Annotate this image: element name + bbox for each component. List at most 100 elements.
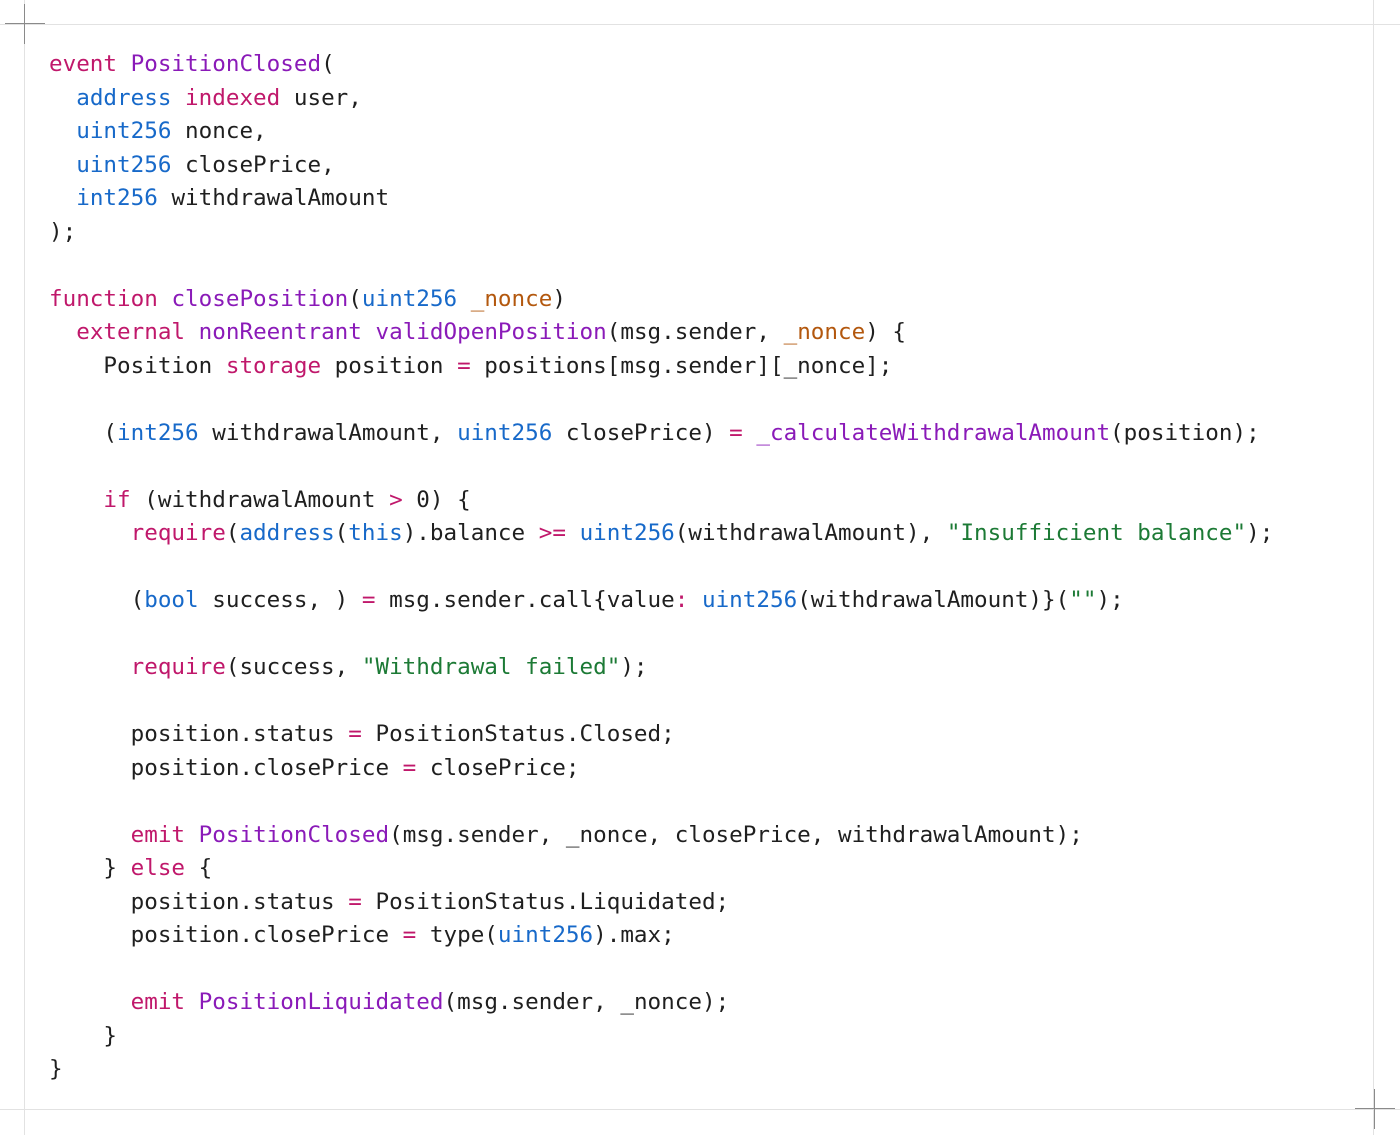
code-line [49,785,1273,819]
code-line: ); [49,216,1273,250]
code-token [171,85,185,111]
code-token: 0) { [402,486,471,513]
code-token: ); [1096,587,1124,613]
code-line: event PositionClosed( [49,48,1273,82]
code-token [185,822,199,848]
code-token: positions[msg.sender][_nonce]; [470,352,893,379]
code-line: require(success, "Withdrawal failed"); [49,651,1273,685]
code-token: external [76,319,186,345]
code-token: = [729,419,743,446]
code-token: = [348,888,362,915]
code-token [457,286,471,312]
code-line [49,450,1273,484]
code-token: (position); [1110,419,1260,446]
code-token: _calculateWithdrawalAmount [756,419,1111,446]
code-token: position.closePrice [49,922,403,948]
code-token [49,152,76,178]
code-token: (withdrawalAmount), [674,520,947,546]
code-block[interactable]: event PositionClosed( address indexed us… [49,48,1273,1087]
code-line: address indexed user, [49,82,1273,116]
code-token: require [130,654,226,680]
code-token: if [103,486,131,513]
code-line: external nonReentrant validOpenPosition(… [49,316,1273,350]
code-token: (withdrawalAmount)}( [797,587,1070,613]
code-token: uint256 [579,520,675,546]
code-token: closePrice, [171,151,335,178]
code-token: else [130,855,186,881]
frame-bottom-line [0,1109,1400,1110]
code-token: nonReentrant [198,319,362,345]
frame-right-line [1373,0,1374,1135]
code-token: address [239,520,335,546]
code-token: > [389,486,403,513]
code-line [49,953,1273,987]
code-token: ( [49,587,145,613]
code-token: function [49,285,158,312]
code-token: int256 [76,185,158,211]
code-token [49,185,76,211]
code-token: : [674,587,689,613]
code-line: } [49,1020,1273,1054]
code-token: require [130,520,226,546]
code-token: uint256 [76,118,172,144]
code-token [743,420,757,446]
code-token: (msg.sender, _nonce); [443,989,730,1015]
code-token: ); [620,654,648,680]
code-line: uint256 closePrice, [49,149,1273,183]
code-line: uint256 nonce, [49,115,1273,149]
code-token: closePosition [171,285,349,312]
code-token: Position [49,352,226,379]
code-line: (bool success, ) = msg.sender.call{value… [49,584,1273,618]
code-token: ( [49,419,118,446]
code-token [688,587,702,613]
code-line [49,618,1273,652]
code-token: _nonce [783,319,866,345]
code-token: "Insufficient balance" [946,520,1247,546]
code-token: PositionStatus.Liquidated; [361,888,730,915]
code-token: = [457,352,471,379]
code-line: position.closePrice = type(uint256).max; [49,919,1273,953]
code-token [49,520,131,546]
code-token: msg.sender.call{value [375,587,675,613]
code-token [566,520,580,546]
code-token: uint256 [497,922,594,948]
code-line: Position storage position = positions[ms… [49,350,1273,384]
code-line: position.closePrice = closePrice; [49,752,1273,786]
code-token: ( [321,51,335,77]
frame-left-line [24,0,25,1135]
code-token: withdrawalAmount [157,185,390,211]
code-token [49,654,131,680]
code-line: emit PositionClosed(msg.sender, _nonce, … [49,819,1273,853]
code-line: (int256 withdrawalAmount, uint256 closeP… [49,417,1273,451]
code-line: } else { [49,852,1273,886]
code-token: PositionClosed [198,821,390,848]
code-token: } [49,1056,63,1082]
code-token: storage [225,352,322,379]
code-token: PositionLiquidated [198,989,444,1015]
code-token: (msg.sender, [606,319,784,345]
code-token: ( [225,520,240,546]
code-line: position.status = PositionStatus.Closed; [49,718,1273,752]
code-line: if (withdrawalAmount > 0) { [49,484,1273,518]
code-token: position.closePrice [49,754,403,781]
code-token: = [402,754,417,781]
code-token: ( [348,285,362,312]
code-token: "Withdrawal failed" [361,654,621,680]
code-token: position.status [49,888,349,915]
code-token: position [321,352,458,379]
code-token: emit [130,821,186,848]
code-token: success, ) [198,587,362,613]
code-token [49,822,131,848]
code-token [49,85,76,111]
code-token: PositionClosed [130,51,322,77]
crosshair-top-left-icon [5,4,45,44]
code-line [49,383,1273,417]
code-token: emit [130,989,186,1015]
code-token: ( [334,520,349,546]
code-line: position.status = PositionStatus.Liquida… [49,886,1273,920]
code-token: ); [49,218,77,245]
code-token: ) [552,285,566,312]
code-token: bool [144,587,199,613]
code-token: validOpenPosition [375,319,607,345]
code-token [185,989,199,1015]
